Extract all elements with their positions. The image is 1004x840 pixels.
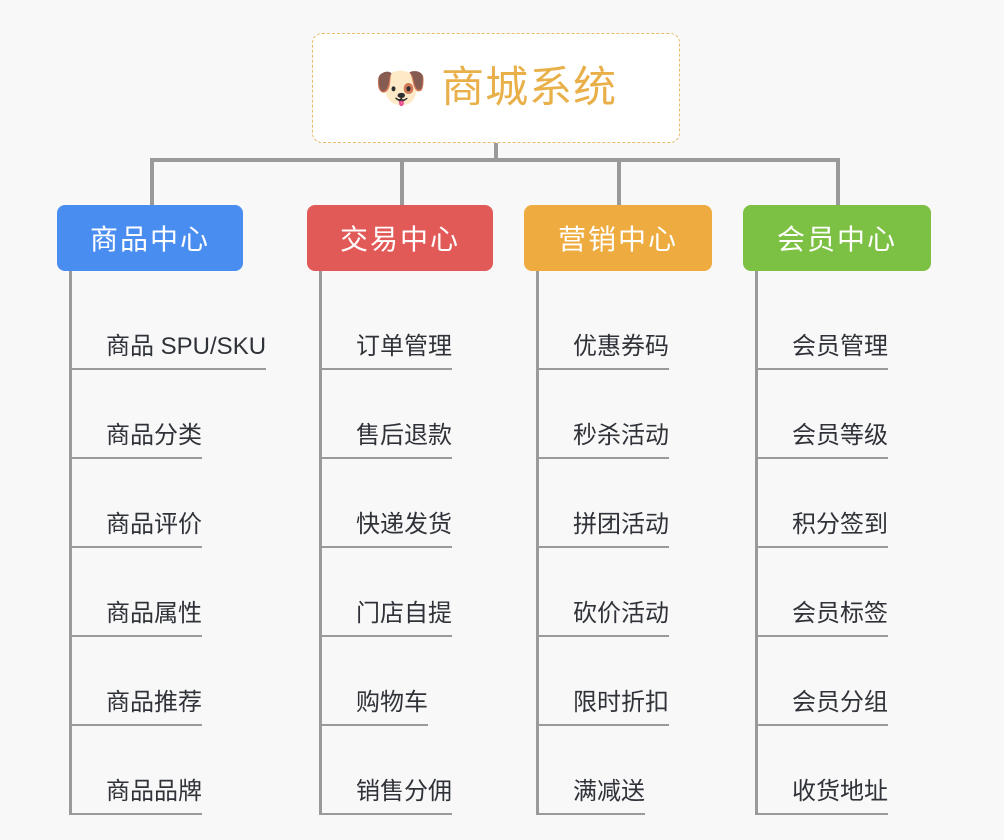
page-title: 商城系统 xyxy=(441,63,618,112)
leaf-label: 砍价活动 xyxy=(539,602,669,637)
leaf-label: 快递发货 xyxy=(322,513,452,548)
list-item[interactable]: 购物车 xyxy=(322,637,493,726)
leaf-label: 秒杀活动 xyxy=(539,424,669,459)
connector-drop-trade-center xyxy=(400,158,404,206)
branch-member-center: 会员中心 会员管理 会员等级 积分签到 会员标签 会员分组 收货地址 xyxy=(743,205,931,815)
list-item[interactable]: 会员等级 xyxy=(758,370,931,459)
leaf-label: 订单管理 xyxy=(322,335,452,370)
list-item[interactable]: 商品 SPU/SKU xyxy=(72,281,267,370)
list-item[interactable]: 砍价活动 xyxy=(539,548,712,637)
leaf-list-trade-center: 订单管理 售后退款 快递发货 门店自提 购物车 销售分佣 xyxy=(319,271,493,815)
leaf-label: 满减送 xyxy=(539,780,645,815)
list-item[interactable]: 销售分佣 xyxy=(322,726,493,815)
connector-root-stem xyxy=(494,143,498,162)
leaf-label: 会员分组 xyxy=(758,691,888,726)
leaf-label: 门店自提 xyxy=(322,602,452,637)
list-item[interactable]: 积分签到 xyxy=(758,459,931,548)
leaf-label: 购物车 xyxy=(322,691,428,726)
list-item[interactable]: 收货地址 xyxy=(758,726,931,815)
leaf-label: 积分签到 xyxy=(758,513,888,548)
list-item[interactable]: 限时折扣 xyxy=(539,637,712,726)
dog-face-icon: 🐶 xyxy=(374,64,428,111)
branch-header-trade-center[interactable]: 交易中心 xyxy=(307,205,493,271)
leaf-label: 售后退款 xyxy=(322,424,452,459)
leaf-label: 限时折扣 xyxy=(539,691,669,726)
leaf-list-product-center: 商品 SPU/SKU 商品分类 商品评价 商品属性 商品推荐 商品品牌 xyxy=(69,271,267,815)
list-item[interactable]: 会员分组 xyxy=(758,637,931,726)
list-item[interactable]: 优惠券码 xyxy=(539,281,712,370)
list-item[interactable]: 订单管理 xyxy=(322,281,493,370)
list-item[interactable]: 商品品牌 xyxy=(72,726,266,815)
list-item[interactable]: 会员标签 xyxy=(758,548,931,637)
list-item[interactable]: 秒杀活动 xyxy=(539,370,712,459)
leaf-label: 商品分类 xyxy=(72,424,202,459)
list-item[interactable]: 拼团活动 xyxy=(539,459,712,548)
branch-header-product-center[interactable]: 商品中心 xyxy=(57,205,243,271)
leaf-label: 会员标签 xyxy=(758,602,888,637)
list-item[interactable]: 商品评价 xyxy=(72,459,266,548)
branch-header-member-center[interactable]: 会员中心 xyxy=(743,205,931,271)
branch-header-marketing-center[interactable]: 营销中心 xyxy=(524,205,712,271)
leaf-label: 拼团活动 xyxy=(539,513,669,548)
leaf-label: 商品属性 xyxy=(72,602,202,637)
list-item[interactable]: 满减送 xyxy=(539,726,712,815)
leaf-label: 会员管理 xyxy=(758,335,888,370)
list-item[interactable]: 快递发货 xyxy=(322,459,493,548)
list-item[interactable]: 商品推荐 xyxy=(72,637,266,726)
branch-marketing-center: 营销中心 优惠券码 秒杀活动 拼团活动 砍价活动 限时折扣 满减送 xyxy=(524,205,712,815)
list-item[interactable]: 门店自提 xyxy=(322,548,493,637)
list-item[interactable]: 会员管理 xyxy=(758,281,931,370)
leaf-list-marketing-center: 优惠券码 秒杀活动 拼团活动 砍价活动 限时折扣 满减送 xyxy=(536,271,712,815)
connector-drop-product-center xyxy=(150,158,154,206)
leaf-label: 优惠券码 xyxy=(539,335,669,370)
leaf-label: 收货地址 xyxy=(758,780,888,815)
leaf-label: 商品评价 xyxy=(72,513,202,548)
branch-trade-center: 交易中心 订单管理 售后退款 快递发货 门店自提 购物车 销售分佣 xyxy=(307,205,493,815)
leaf-label: 销售分佣 xyxy=(322,780,452,815)
leaf-label: 商品推荐 xyxy=(72,691,202,726)
connector-drop-marketing-center xyxy=(617,158,621,206)
list-item[interactable]: 商品属性 xyxy=(72,548,266,637)
leaf-label: 会员等级 xyxy=(758,424,888,459)
leaf-label: 商品品牌 xyxy=(72,780,202,815)
list-item[interactable]: 售后退款 xyxy=(322,370,493,459)
root-node[interactable]: 🐶 商城系统 xyxy=(312,33,680,143)
connector-drop-member-center xyxy=(836,158,840,206)
leaf-list-member-center: 会员管理 会员等级 积分签到 会员标签 会员分组 收货地址 xyxy=(755,271,931,815)
leaf-label: 商品 SPU/SKU xyxy=(72,335,267,370)
connector-horizontal-bus xyxy=(150,158,840,162)
list-item[interactable]: 商品分类 xyxy=(72,370,266,459)
branch-product-center: 商品中心 商品 SPU/SKU 商品分类 商品评价 商品属性 商品推荐 商品品牌 xyxy=(57,205,267,815)
